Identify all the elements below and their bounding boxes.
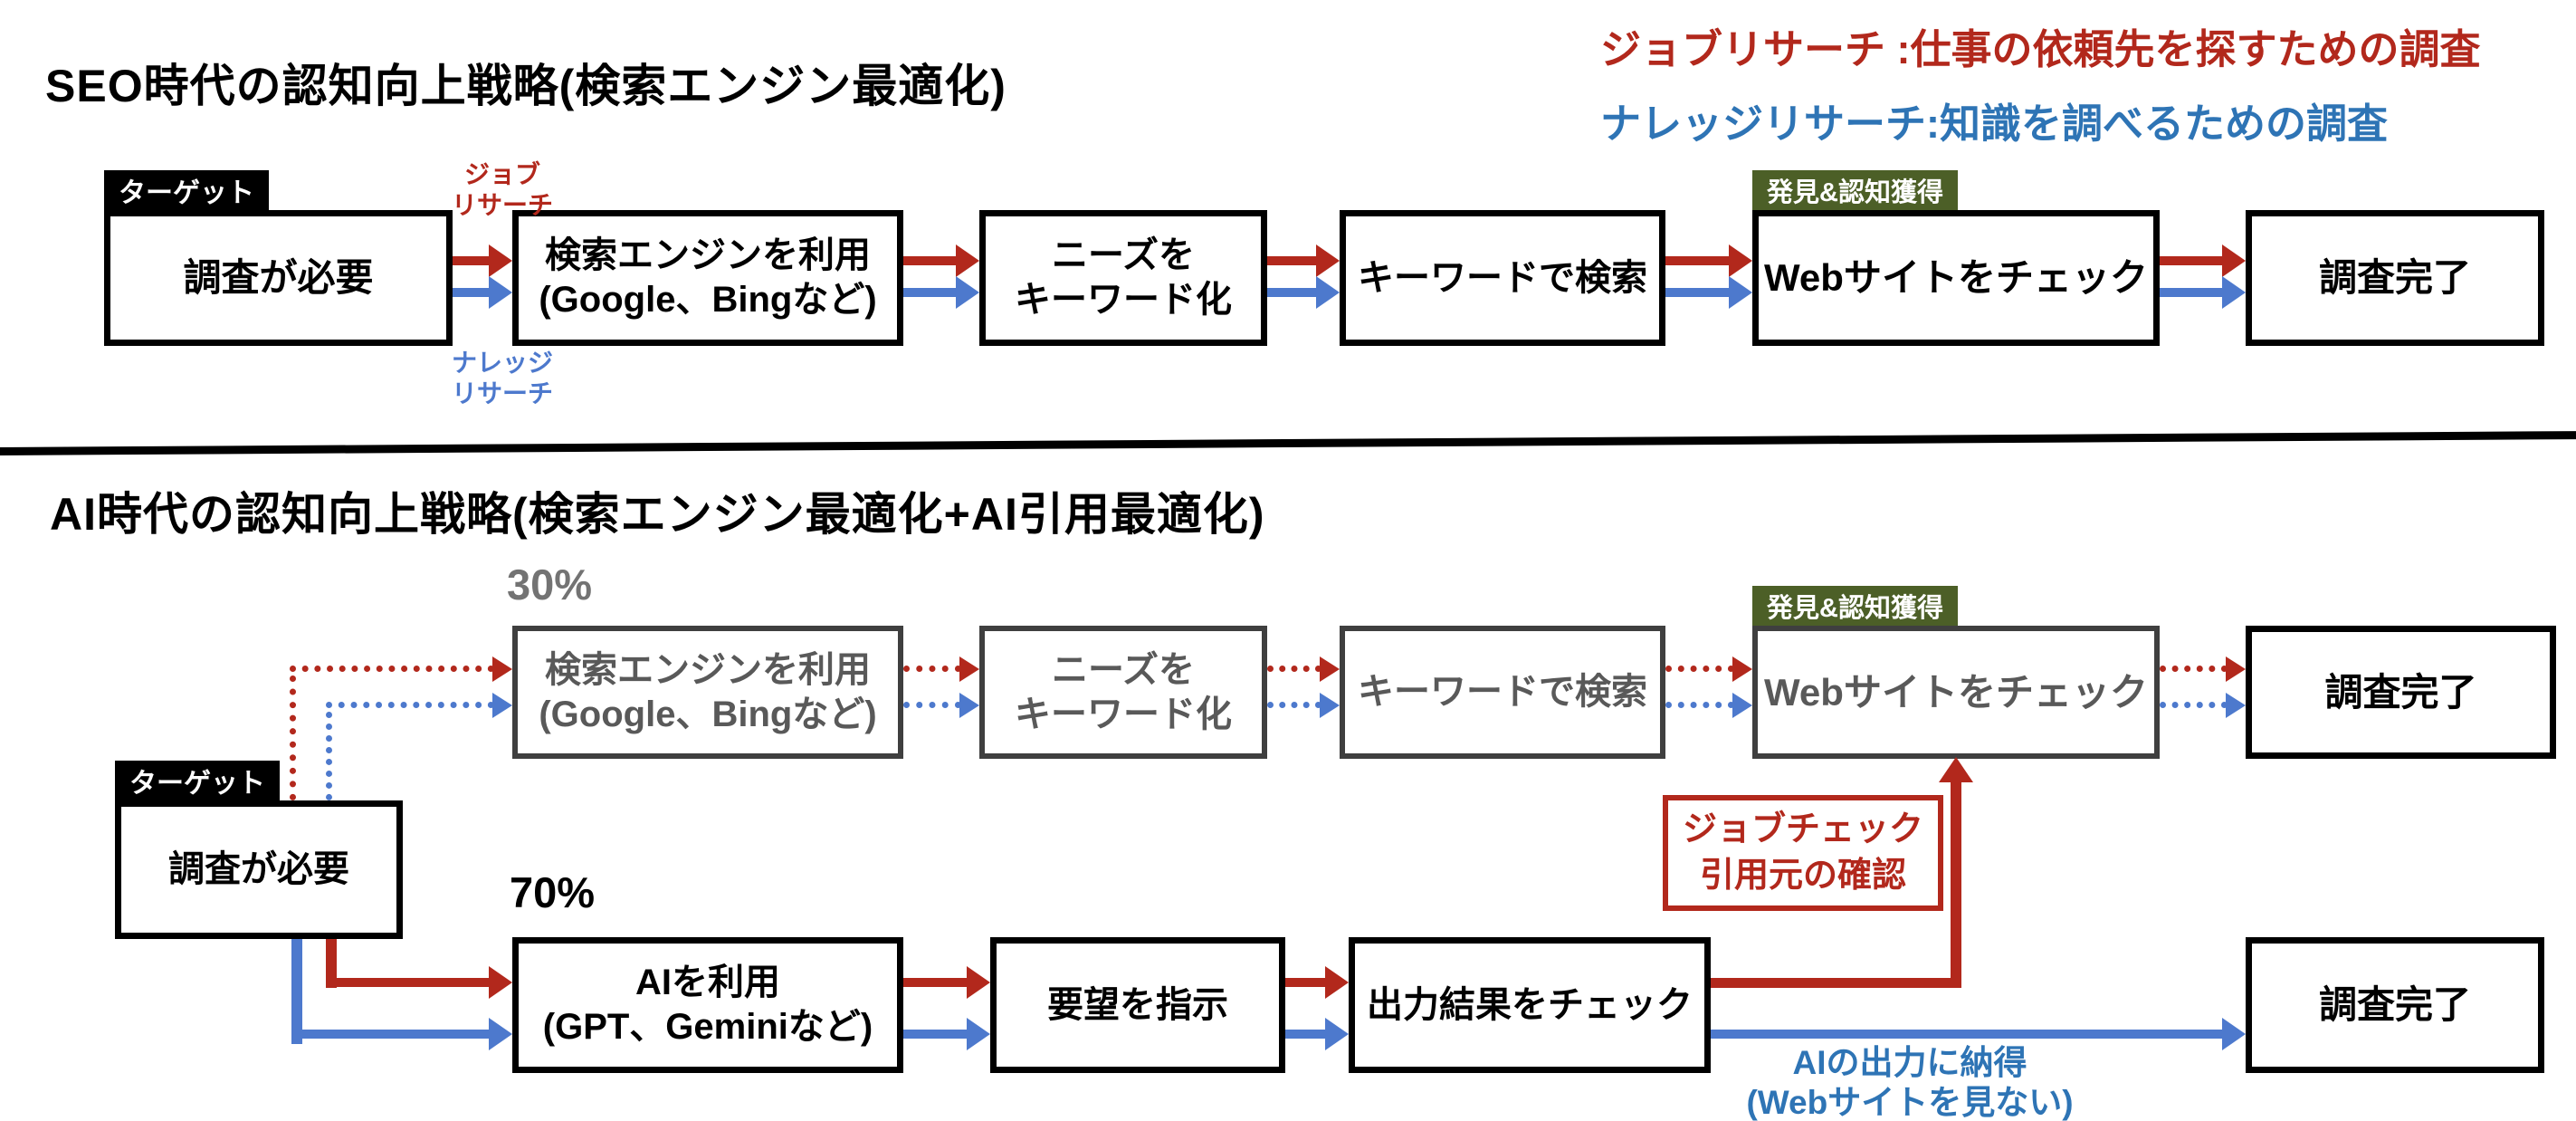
job-research-arrow — [1665, 244, 1752, 277]
ai-search-step-use-search-engine: 検索エンジンを利用 (Google、Bingなど) — [512, 626, 903, 759]
seo-knowledge-arrow-label: ナレッジ リサーチ — [451, 349, 553, 407]
section-divider — [0, 430, 2576, 456]
job-research-arrow — [326, 966, 512, 999]
dotted-knowledge-arrow — [326, 690, 512, 720]
job-research-arrow — [2160, 244, 2246, 277]
legend-job-research: ジョブリサーチ :仕事の依頼先を探すための調査 — [1600, 26, 2481, 72]
knowledge-research-arrow — [903, 1018, 990, 1050]
seo-discovery-tag: 発見&認知獲得 — [1752, 170, 1958, 210]
ai-search-step-needs-to-keywords: ニーズを キーワード化 — [979, 626, 1267, 759]
job-research-arrow — [903, 244, 979, 277]
ai-discovery-tag: 発見&認知獲得 — [1752, 586, 1958, 626]
seo-section-title: SEO時代の認知向上戦略(検索エンジン最適化) — [45, 61, 1007, 111]
job-check-connector — [1951, 779, 1961, 988]
job-research-arrow — [453, 244, 512, 277]
ai-step-give-instructions: 要望を指示 — [990, 937, 1285, 1073]
seo-step-use-search-engine: 検索エンジンを利用 (Google、Bingなど) — [512, 210, 903, 346]
job-check-note: ジョブチェック 引用元の確認 — [1663, 795, 1943, 911]
dotted-knowledge-arrow — [2160, 690, 2246, 720]
dotted-knowledge-arrow — [903, 690, 979, 720]
legend-knowledge-research: ナレッジリサーチ:知識を調べるための調査 — [1600, 101, 2388, 147]
ai-satisfied-note: AIの出力に納得 (Webサイトを見ない) — [1746, 1044, 2074, 1121]
ai-share-label: 70% — [510, 868, 596, 916]
ai-step-use-ai: AIを利用 (GPT、Geminiなど) — [512, 937, 903, 1073]
knowledge-research-arrow — [2160, 276, 2246, 309]
dotted-knowledge-arrow — [1267, 690, 1340, 720]
knowledge-research-arrow — [1267, 276, 1340, 309]
ai-search-step-check-websites: Webサイトをチェック — [1752, 626, 2160, 759]
search-share-label: 30% — [507, 560, 593, 608]
seo-target-tag: ターゲット — [104, 170, 269, 210]
seo-step-research-done: 調査完了 — [2246, 210, 2544, 346]
job-check-arrowhead — [1939, 757, 1973, 782]
knowledge-connector — [291, 939, 302, 1044]
knowledge-research-arrow — [903, 276, 979, 309]
job-research-arrow — [1285, 966, 1349, 999]
knowledge-research-arrow — [1285, 1018, 1349, 1050]
dotted-job-arrow — [903, 654, 979, 684]
ai-search-step-research-done: 調査完了 — [2246, 626, 2556, 759]
job-check-connector — [1711, 978, 1961, 988]
knowledge-research-arrow — [291, 1018, 512, 1050]
knowledge-research-arrow — [1711, 1018, 2246, 1050]
seo-step-research-needed: 調査が必要 — [104, 210, 453, 346]
dotted-knowledge-arrow — [1665, 690, 1752, 720]
dotted-job-arrow — [1267, 654, 1340, 684]
seo-step-check-websites: Webサイトをチェック — [1752, 210, 2160, 346]
ai-target-tag: ターゲット — [115, 761, 280, 800]
ai-step-research-needed: 調査が必要 — [115, 800, 403, 939]
ai-search-step-search-by-keyword: キーワードで検索 — [1340, 626, 1665, 759]
knowledge-research-arrow — [1665, 276, 1752, 309]
ai-section-title: AI時代の認知向上戦略(検索エンジン最適化+AI引用最適化) — [50, 489, 1265, 540]
dotted-job-arrow — [1665, 654, 1752, 684]
job-connector — [326, 939, 337, 988]
ai-step-check-output: 出力結果をチェック — [1349, 937, 1711, 1073]
seo-step-needs-to-keywords: ニーズを キーワード化 — [979, 210, 1267, 346]
job-research-arrow — [903, 966, 990, 999]
dotted-job-connector — [290, 675, 297, 800]
ai-step-research-done: 調査完了 — [2246, 937, 2544, 1073]
dotted-knowledge-connector — [326, 712, 333, 800]
knowledge-research-arrow — [453, 276, 512, 309]
dotted-job-arrow — [290, 654, 512, 684]
job-research-arrow — [1267, 244, 1340, 277]
seo-step-search-by-keyword: キーワードで検索 — [1340, 210, 1665, 346]
seo-job-arrow-label: ジョブ リサーチ — [451, 160, 553, 219]
dotted-job-arrow — [2160, 654, 2246, 684]
